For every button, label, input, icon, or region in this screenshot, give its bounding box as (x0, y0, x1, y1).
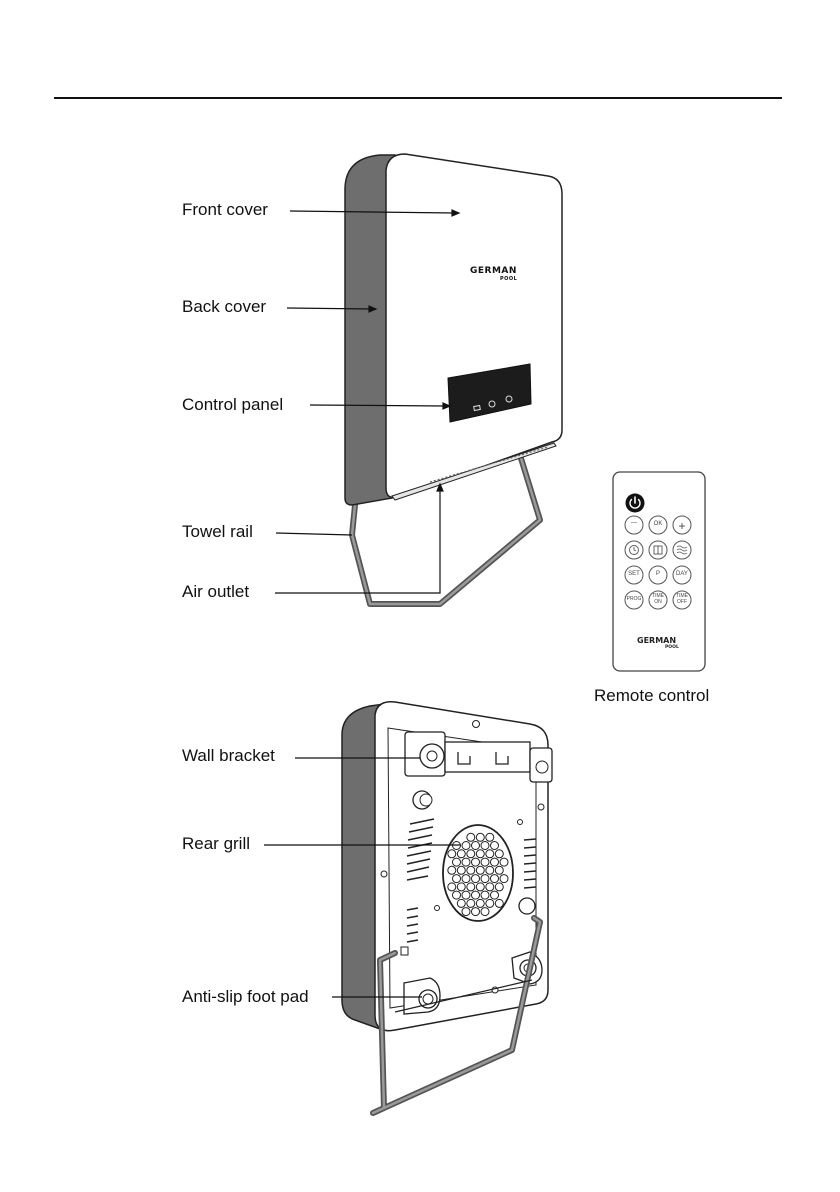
grill-hole (467, 850, 475, 858)
grill-hole (481, 842, 489, 850)
grill-hole (467, 883, 475, 891)
grill-hole (462, 858, 470, 866)
grill-hole (457, 866, 465, 874)
grill-hole (453, 891, 461, 899)
front-heater (345, 154, 562, 604)
grill-hole (462, 842, 470, 850)
grill-hole (481, 875, 489, 883)
grill-hole (457, 899, 465, 907)
label-wall-bracket: Wall bracket (182, 746, 275, 766)
grill-hole (500, 858, 508, 866)
grill-hole (491, 842, 499, 850)
remote-plus-label: + (675, 519, 689, 533)
grill-hole (486, 899, 494, 907)
grill-hole (457, 883, 465, 891)
grill-hole (472, 875, 480, 883)
grill-hole (453, 875, 461, 883)
grill-hole (476, 883, 484, 891)
remote-minus-label: — (627, 520, 641, 526)
remote-brand-name: GERMAN (637, 636, 676, 645)
brand-name: GERMAN (470, 266, 517, 276)
grill-hole (448, 866, 456, 874)
label-rear-grill: Rear grill (182, 834, 250, 854)
grill-hole (448, 883, 456, 891)
remote-set-label: SET (627, 571, 641, 577)
grill-hole (486, 883, 494, 891)
grill-hole (495, 850, 503, 858)
remote-ok-label: OK (651, 521, 665, 527)
label-back-cover: Back cover (182, 297, 266, 317)
grill-hole (453, 858, 461, 866)
brand-sub: POOL (500, 276, 517, 282)
grill-hole (491, 858, 499, 866)
grill-hole (467, 833, 475, 841)
grill-hole (476, 899, 484, 907)
grill-hole (467, 899, 475, 907)
grill-hole (448, 850, 456, 858)
remote-prog-label: PROG (626, 596, 642, 602)
grill-hole (462, 875, 470, 883)
remote-p-label: P (651, 571, 665, 577)
grill-hole (476, 866, 484, 874)
grill-hole (472, 858, 480, 866)
grill-hole (462, 891, 470, 899)
grill-hole (495, 883, 503, 891)
remote-day-label: DAY (675, 571, 689, 577)
grill-hole (457, 850, 465, 858)
label-air-outlet: Air outlet (182, 582, 249, 602)
grill-hole (486, 866, 494, 874)
front-cover-shape (386, 154, 562, 498)
grill-hole (481, 891, 489, 899)
grill-hole (472, 908, 480, 916)
rear-grill-shape (443, 825, 513, 921)
grill-hole (481, 908, 489, 916)
remote-time-on-label: TIME ON (652, 593, 664, 605)
grill-hole (500, 875, 508, 883)
grill-hole (462, 908, 470, 916)
grill-hole (481, 858, 489, 866)
grill-hole (486, 850, 494, 858)
label-front-cover: Front cover (182, 200, 268, 220)
label-towel-rail: Towel rail (182, 522, 253, 542)
remote-time-off-label: TIME OFF (676, 593, 688, 605)
grill-hole (491, 891, 499, 899)
grill-hole (467, 866, 475, 874)
grill-hole (491, 875, 499, 883)
grill-hole (476, 833, 484, 841)
rear-heater (342, 702, 552, 1113)
grill-hole (472, 891, 480, 899)
grill-hole (495, 899, 503, 907)
label-remote-control: Remote control (594, 686, 709, 706)
grill-hole (495, 866, 503, 874)
label-control-panel: Control panel (182, 395, 283, 415)
grill-hole (476, 850, 484, 858)
grill-hole (472, 842, 480, 850)
label-anti-slip-foot-pad: Anti-slip foot pad (182, 987, 309, 1007)
remote-brand-sub: POOL (665, 645, 679, 650)
grill-hole (486, 833, 494, 841)
